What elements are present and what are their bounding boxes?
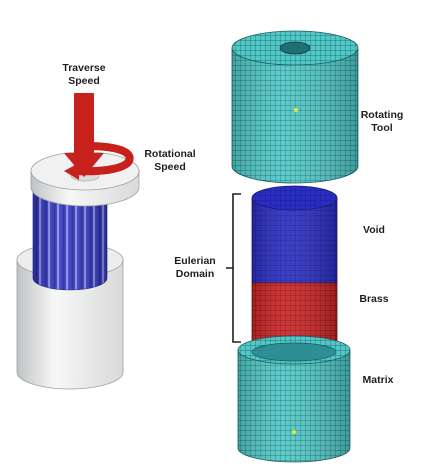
rotating-tool-mesh: [231, 30, 359, 184]
right-model: [226, 30, 359, 463]
matrix-label: Matrix: [362, 374, 394, 386]
rotational-speed-label: Rotational Speed: [144, 148, 196, 173]
brass-label: Brass: [359, 293, 389, 305]
traverse-arrow-icon: [64, 93, 104, 177]
eulerian-domain-label: Eulerian Domain: [174, 255, 216, 280]
void-label: Void: [363, 224, 385, 236]
traverse-speed-label: Traverse Speed: [62, 62, 106, 87]
brass-mesh: [251, 282, 338, 354]
matrix-mesh: [237, 335, 351, 463]
eulerian-domain-bracket: [226, 193, 241, 343]
rotation-arrow-icon: [64, 142, 134, 180]
void-mesh: [251, 185, 338, 284]
tool-pin: [32, 184, 108, 291]
rotating-tool-label: Rotating Tool: [360, 109, 404, 134]
left-model: [16, 93, 140, 390]
